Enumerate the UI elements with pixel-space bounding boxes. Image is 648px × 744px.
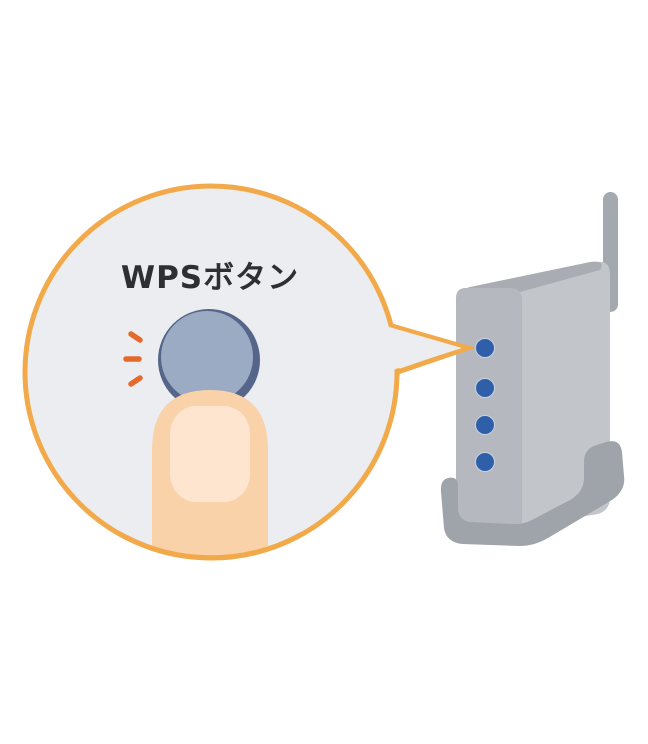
finger-icon [152, 390, 268, 556]
router-led-wps [475, 338, 495, 358]
router-front-panel [456, 288, 522, 532]
router-led [475, 378, 495, 398]
wps-button-icon [158, 309, 260, 411]
router-led [475, 415, 495, 435]
press-mark-top [128, 331, 143, 343]
router-led-group [475, 338, 495, 472]
speech-bubble-bottom-arc [118, 531, 304, 561]
finger-nail [170, 406, 250, 502]
wps-button-label: WPSボタン [120, 260, 300, 296]
press-mark-bottom [128, 375, 143, 387]
press-indicator-icon [123, 331, 143, 387]
router-led [475, 452, 495, 472]
router-icon [440, 192, 625, 546]
router-stand [440, 441, 625, 546]
speech-bubble-seam-cover [372, 322, 462, 374]
wps-button-face [161, 311, 253, 403]
